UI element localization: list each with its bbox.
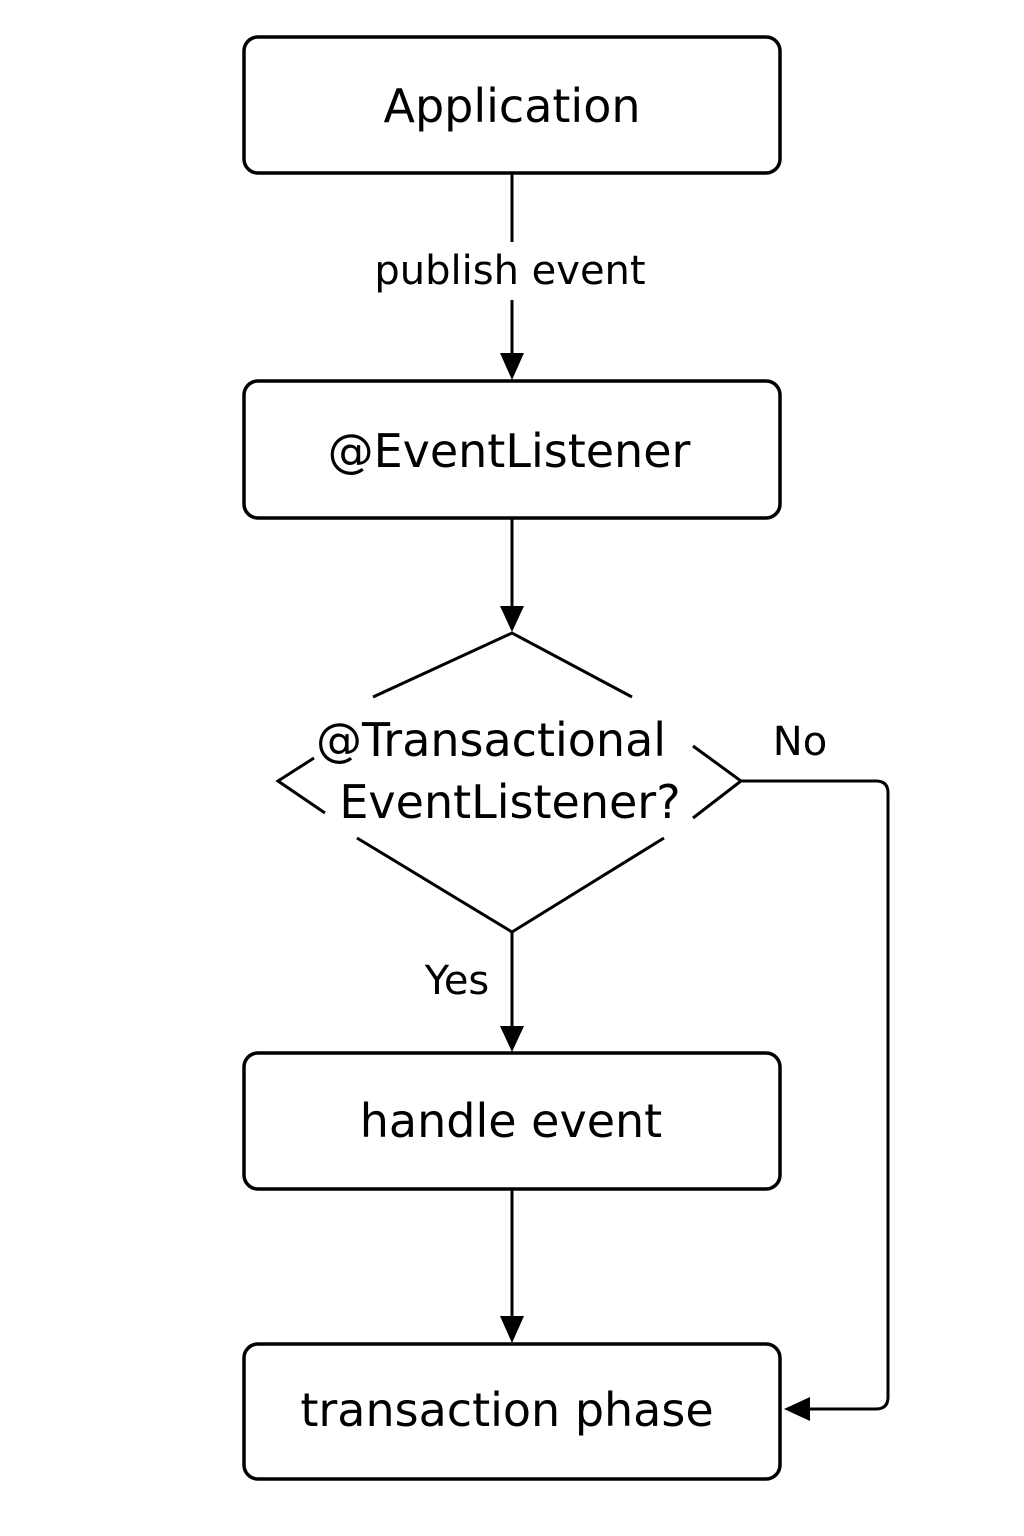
node-event-listener: @EventListener [242, 379, 782, 520]
edge-no-label: No [773, 719, 827, 765]
edge-handle-to-phase [500, 1189, 524, 1343]
edge-publish-event: publish event [374, 173, 646, 380]
node-application: Application [242, 35, 782, 175]
edge-yes: Yes [424, 932, 524, 1052]
node-application-label: Application [383, 79, 640, 133]
edge-no: No [741, 719, 890, 1421]
node-transaction-phase: transaction phase [242, 1342, 782, 1481]
decision-diamond: @Transactional EventListener? [275, 631, 744, 934]
node-handle-event: handle event [242, 1051, 782, 1191]
decision-label-line1: @Transactional [316, 713, 666, 767]
edge-listener-to-decision [500, 518, 524, 632]
node-handle-event-label: handle event [360, 1094, 662, 1148]
edge-yes-label: Yes [424, 958, 490, 1004]
node-transaction-phase-label: transaction phase [300, 1383, 713, 1437]
node-event-listener-label: @EventListener [328, 424, 691, 478]
decision-label-line2: EventListener? [339, 775, 680, 829]
edge-publish-event-label: publish event [374, 248, 645, 294]
